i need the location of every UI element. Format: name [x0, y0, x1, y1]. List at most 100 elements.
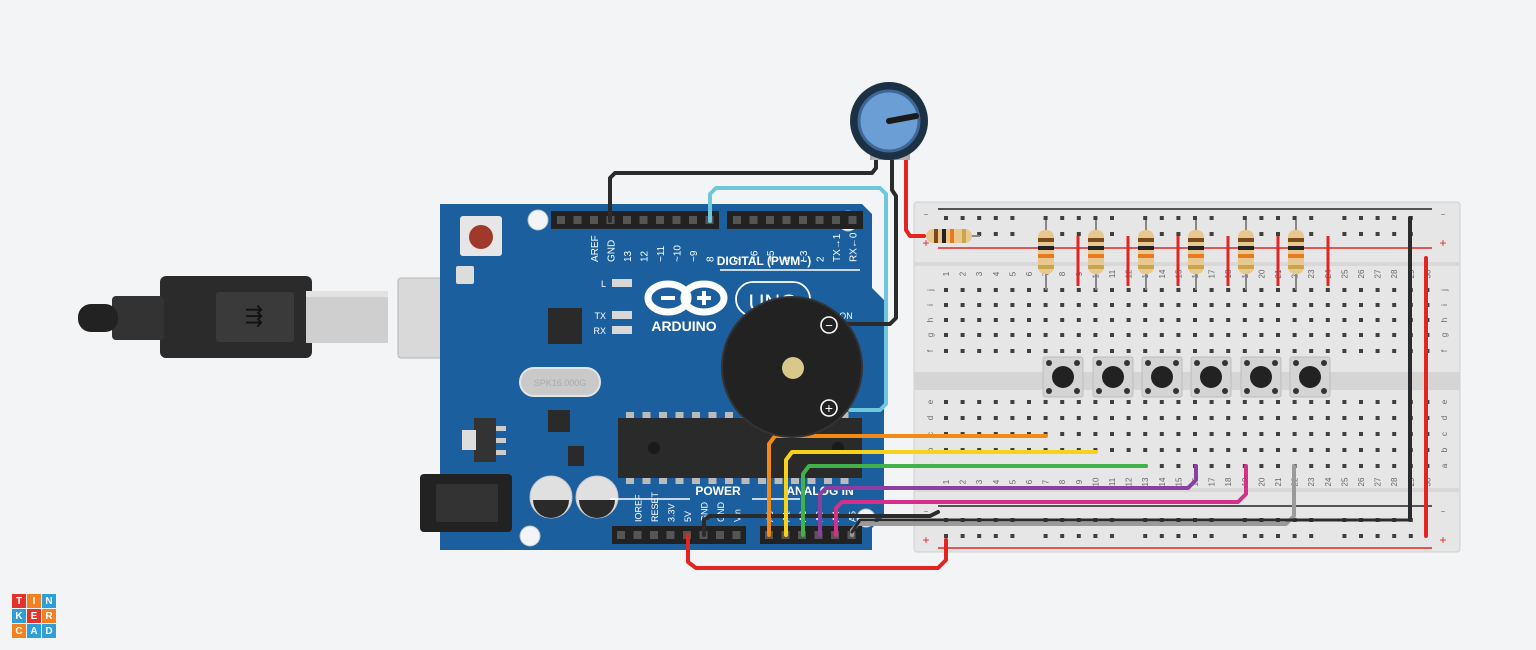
wire-black-analog	[850, 518, 1412, 534]
column-number: 2	[959, 271, 968, 276]
column-number: 18	[1224, 477, 1233, 486]
power-label: POWER	[695, 484, 741, 498]
digital-header-1[interactable]	[551, 211, 719, 229]
rail-plus-bottom-left: +	[922, 533, 929, 547]
column-number: 1	[942, 271, 951, 276]
row-letter: i	[1440, 304, 1449, 306]
rail-plus-top-left: +	[922, 236, 929, 250]
wire-gnd-rail	[702, 510, 940, 537]
column-number: 17	[1208, 477, 1217, 486]
wires[interactable]	[608, 150, 1412, 570]
logo-letter: D	[42, 624, 56, 638]
rail-plus-top-right: +	[1439, 236, 1446, 250]
digital-pin-label: ~3	[799, 250, 810, 262]
column-number: 6	[1025, 479, 1034, 484]
pushbutton[interactable]	[1289, 356, 1331, 398]
row-letter: h	[926, 318, 935, 322]
usb-chip	[548, 308, 582, 344]
reset-button[interactable]	[456, 216, 502, 284]
column-number: 23	[1307, 269, 1316, 278]
row-letter: b	[1440, 447, 1449, 452]
column-number: 28	[1390, 477, 1399, 486]
rail-minus-bottom-right: −	[1441, 507, 1446, 516]
column-number: 20	[1257, 477, 1266, 486]
row-letter: h	[1440, 318, 1449, 322]
power-header[interactable]	[612, 526, 746, 544]
wire-a4-magenta	[834, 464, 1248, 537]
led-label: RX	[593, 326, 606, 336]
buzzer-center	[782, 357, 804, 379]
wire-pot-buzzer	[840, 150, 898, 326]
column-number: 8	[1058, 479, 1067, 484]
pot-knob-indicator[interactable]	[886, 113, 919, 124]
resistor[interactable]	[1088, 220, 1104, 290]
digital-pin-label: 12	[640, 250, 651, 262]
breadboard[interactable]: − − + + − − + + 112233445566778899101011…	[913, 201, 1461, 553]
resistors[interactable]	[1038, 220, 1304, 290]
tinkercad-logo[interactable]: T I N K E R C A D	[12, 594, 56, 638]
resistor[interactable]	[1188, 220, 1204, 290]
digital-pin-label: ~9	[689, 250, 700, 262]
resistor-pot-rail[interactable]	[920, 229, 980, 243]
rail-plus-bottom-right: +	[1439, 533, 1446, 547]
wire-a1-yellow	[784, 450, 1098, 537]
column-number: 15	[1174, 477, 1183, 486]
wire-gnd-pot	[608, 150, 878, 223]
logo-letter: A	[27, 624, 41, 638]
column-number: 4	[992, 271, 1001, 276]
potentiometer[interactable]	[850, 82, 928, 160]
brand-text: ARDUINO	[651, 318, 716, 334]
power-pin-label: GND	[716, 502, 726, 523]
digital-pin-label: 4	[783, 256, 794, 262]
logo-letter: I	[27, 594, 41, 608]
resistor[interactable]	[1238, 220, 1254, 290]
rail-jumpers[interactable]	[1076, 216, 1428, 538]
digital-pin-label: 7	[733, 256, 744, 262]
column-number: 11	[1108, 477, 1117, 486]
column-number: 26	[1357, 477, 1366, 486]
column-number: 28	[1390, 269, 1399, 278]
digital-pin-label: ~11	[656, 245, 667, 262]
column-number: 5	[1008, 479, 1017, 484]
pushbutton[interactable]	[1240, 356, 1282, 398]
column-number: 23	[1307, 477, 1316, 486]
wire-5v-rail	[686, 533, 948, 570]
column-number: 17	[1208, 269, 1217, 278]
pushbutton[interactable]	[1190, 356, 1232, 398]
resistor[interactable]	[1288, 220, 1304, 290]
digital-header-2[interactable]	[727, 211, 863, 229]
crystal-text: SPK16.000G	[534, 378, 587, 388]
buzzer-minus-label: −	[825, 318, 833, 333]
digital-pin-label: 8	[706, 256, 717, 262]
logo-letter: K	[12, 609, 26, 623]
pushbuttons[interactable]	[1042, 356, 1331, 398]
pushbutton[interactable]	[1141, 356, 1183, 398]
column-number: 3	[975, 271, 984, 276]
column-number: 8	[1058, 271, 1067, 276]
column-number: 9	[1075, 479, 1084, 484]
resistor[interactable]	[1138, 220, 1154, 290]
logo-letter: C	[12, 624, 26, 638]
pushbutton[interactable]	[1092, 356, 1134, 398]
row-letter: g	[926, 333, 935, 337]
wire-pin8-pot	[708, 186, 888, 412]
row-letter: j	[926, 289, 935, 292]
piezo-buzzer[interactable]: − +	[721, 296, 863, 438]
buzzer-plus-label: +	[825, 400, 833, 416]
wire-a0-orange	[767, 434, 1048, 537]
resistor[interactable]	[1038, 220, 1054, 290]
analog-header[interactable]	[760, 526, 862, 544]
power-pin-label: RESET	[650, 491, 660, 522]
column-number: 3	[975, 479, 984, 484]
row-letter: e	[1440, 399, 1449, 404]
power-pin-label: GND	[700, 502, 710, 523]
power-pin-label: 3.3V	[667, 503, 677, 522]
pushbutton[interactable]	[1042, 356, 1084, 398]
column-number: 27	[1374, 477, 1383, 486]
logo-letter: R	[42, 609, 56, 623]
column-number: 2	[959, 479, 968, 484]
on-label: ON	[839, 311, 853, 321]
rail-minus-bottom-left: −	[924, 507, 929, 516]
